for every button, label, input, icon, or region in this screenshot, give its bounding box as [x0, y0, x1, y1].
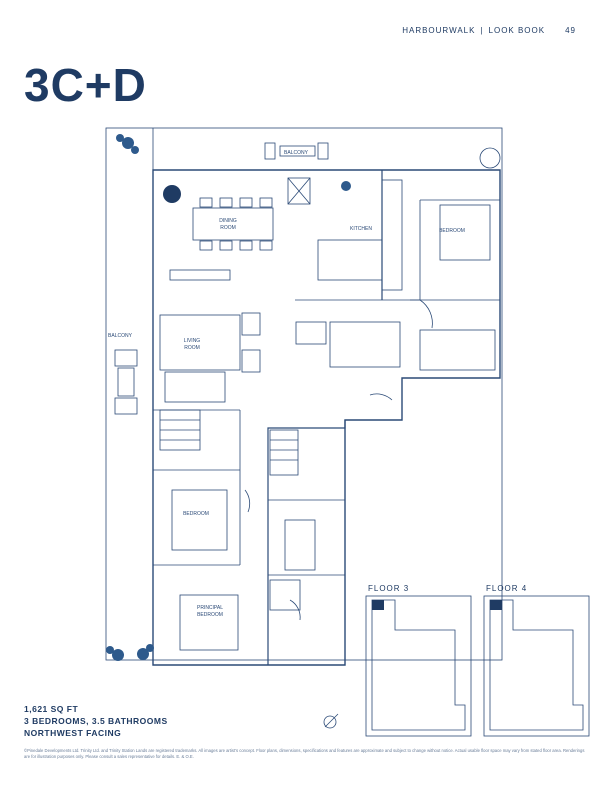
header-separator: |: [480, 26, 484, 35]
page-header: HARBOURWALK | LOOK BOOK 49: [402, 26, 576, 35]
label-bedroom-top: BEDROOM: [439, 228, 465, 234]
label-principal-2: BEDROOM: [197, 612, 223, 618]
sofa: [164, 371, 226, 403]
label-principal-1: PRINCIPAL: [197, 605, 223, 611]
label-living-2: ROOM: [184, 345, 200, 351]
legal-disclaimer: ©Pinedale Developments Ltd. Trinity Ltd.…: [24, 748, 585, 759]
unit-specs: 1,621 SQ FT 3 BEDROOMS, 3.5 BATHROOMS NO…: [24, 703, 168, 739]
bed-principal: [179, 594, 239, 651]
dining-table: [192, 207, 274, 241]
keyplan-floor3: [365, 595, 472, 737]
spec-rooms: 3 BEDROOMS, 3.5 BATHROOMS: [24, 716, 168, 726]
label-balcony-side: BALCONY: [108, 333, 133, 339]
label-dining-2: ROOM: [220, 225, 236, 231]
bed-top: [439, 204, 491, 261]
inner-wall-east: [267, 420, 346, 665]
spec-facing: NORTHWEST FACING: [24, 728, 122, 738]
compass: [323, 715, 337, 729]
project-name: HARBOURWALK: [402, 26, 476, 35]
bed-mid: [171, 489, 228, 551]
label-bedroom-mid: BEDROOM: [183, 511, 209, 517]
label-balcony-top: BALCONY: [284, 150, 309, 156]
keyplan-floor4-label: FLOOR 4: [486, 584, 527, 595]
accent-dot: [163, 185, 181, 203]
page-number: 49: [565, 26, 576, 35]
plants: [106, 134, 351, 661]
keyplan-floor4: [483, 595, 590, 737]
unit-walls: [152, 169, 501, 666]
label-dining-1: DINING: [219, 218, 237, 224]
living-rug: [159, 314, 241, 371]
floor3-label: FLOOR 3: [368, 584, 410, 593]
label-kitchen: KITCHEN: [350, 226, 372, 232]
unit-name: 3C+D: [24, 59, 147, 111]
keyplan-floor3-label: FLOOR 3: [368, 584, 409, 595]
section-name: LOOK BOOK: [488, 26, 546, 35]
plan-frame: [105, 127, 503, 661]
kitchen-island: [317, 239, 383, 281]
spec-area: 1,621 SQ FT: [24, 704, 79, 714]
floor4-label: FLOOR 4: [486, 584, 528, 593]
label-living-1: LIVING: [184, 338, 201, 344]
